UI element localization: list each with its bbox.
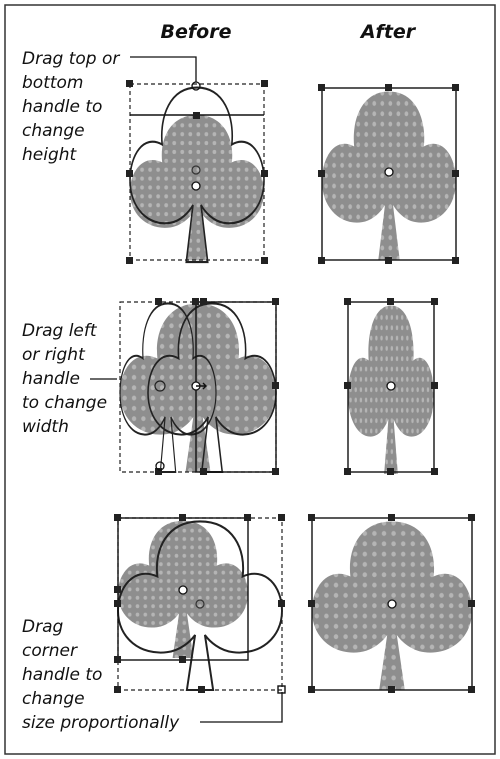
side-handle bbox=[388, 686, 395, 693]
corner-handle bbox=[261, 80, 268, 87]
ghost-center bbox=[195, 599, 205, 609]
corner-handle bbox=[308, 514, 315, 521]
corner-handle bbox=[431, 468, 438, 475]
row-corner: Drag corner handle to change size propor… bbox=[22, 514, 475, 733]
side-handle bbox=[468, 600, 475, 607]
caption-line: handle to bbox=[22, 97, 102, 117]
corner-handle bbox=[126, 257, 133, 264]
side-handle bbox=[179, 514, 186, 521]
caption-corner: Drag corner handle to change size propor… bbox=[22, 617, 180, 733]
side-handle bbox=[114, 600, 121, 607]
side-handle bbox=[308, 600, 315, 607]
figure-frame bbox=[4, 4, 496, 755]
side-handle bbox=[388, 514, 395, 521]
corner-handle bbox=[244, 514, 251, 521]
corner-handle bbox=[318, 84, 325, 91]
caption-height: Drag top or bottom handle to change heig… bbox=[22, 49, 120, 165]
before-height bbox=[126, 80, 268, 264]
side-handle bbox=[344, 382, 351, 389]
side-handle bbox=[278, 600, 285, 607]
handle bbox=[200, 468, 207, 475]
corner-handle bbox=[344, 468, 351, 475]
corner-handle bbox=[114, 686, 121, 693]
after-corner bbox=[308, 514, 475, 693]
caption-line: handle bbox=[22, 369, 80, 389]
corner-handle bbox=[468, 686, 475, 693]
caption-line: corner bbox=[22, 641, 78, 661]
center-point bbox=[387, 599, 397, 609]
side-handle bbox=[126, 170, 133, 177]
before-corner bbox=[114, 514, 286, 694]
side-handle bbox=[452, 170, 459, 177]
corner-handle bbox=[431, 298, 438, 305]
corner-handle bbox=[261, 257, 268, 264]
drag-cursor-icon bbox=[155, 461, 165, 471]
caption-line: change bbox=[22, 121, 85, 141]
ghost-center bbox=[191, 165, 201, 175]
caption-line: bottom bbox=[22, 73, 83, 93]
caption-line: or right bbox=[22, 345, 86, 365]
header-after: After bbox=[359, 21, 417, 43]
after-width bbox=[344, 298, 438, 475]
caption-line: height bbox=[22, 145, 78, 165]
side-handle bbox=[385, 257, 392, 264]
corner-handle bbox=[272, 298, 279, 305]
caption-line: Drag top or bbox=[22, 49, 120, 69]
center-point bbox=[384, 167, 394, 177]
side-handle bbox=[179, 656, 186, 663]
corner-handle bbox=[452, 257, 459, 264]
row-height: Drag top or bottom handle to change heig… bbox=[22, 49, 459, 264]
corner-handle bbox=[468, 514, 475, 521]
corner-handle bbox=[344, 298, 351, 305]
handle bbox=[192, 298, 199, 305]
side-handle bbox=[385, 84, 392, 91]
corner-handle bbox=[272, 468, 279, 475]
caption-line: Drag bbox=[22, 617, 63, 637]
ghost-center bbox=[154, 380, 166, 392]
caption-line: size proportionally bbox=[22, 713, 180, 733]
drag-corner-cursor-icon bbox=[277, 685, 286, 694]
corner-handle bbox=[452, 84, 459, 91]
corner-handle bbox=[114, 514, 121, 521]
corner-handle bbox=[126, 80, 133, 87]
after-height bbox=[318, 84, 459, 264]
side-handle bbox=[261, 170, 268, 177]
side-handle bbox=[114, 586, 121, 593]
caption-width: Drag left or right handle to change widt… bbox=[22, 321, 107, 437]
top-handle bbox=[193, 112, 200, 119]
side-handle bbox=[198, 686, 205, 693]
corner-handle bbox=[114, 656, 121, 663]
caption-line: handle to bbox=[22, 665, 102, 685]
side-handle bbox=[387, 298, 394, 305]
corner-handle bbox=[318, 257, 325, 264]
leader-line bbox=[200, 692, 283, 723]
caption-line: Drag left bbox=[22, 321, 98, 341]
side-handle bbox=[431, 382, 438, 389]
handle bbox=[155, 298, 162, 305]
row-width: Drag left or right handle to change widt… bbox=[22, 298, 438, 475]
drag-arrow-icon bbox=[196, 382, 207, 390]
side-handle bbox=[272, 382, 279, 389]
center-point bbox=[191, 181, 201, 191]
side-handle bbox=[387, 468, 394, 475]
header-before: Before bbox=[161, 21, 232, 43]
center-point bbox=[386, 381, 396, 391]
caption-line: change bbox=[22, 689, 85, 709]
side-handle bbox=[318, 170, 325, 177]
leader-line bbox=[130, 56, 197, 82]
caption-line: to change bbox=[22, 393, 107, 413]
corner-handle bbox=[308, 686, 315, 693]
drag-cursor-icon bbox=[191, 81, 201, 91]
handle bbox=[278, 514, 285, 521]
handle bbox=[155, 468, 162, 475]
handle bbox=[200, 298, 207, 305]
center-point bbox=[178, 585, 188, 595]
before-width bbox=[118, 298, 279, 475]
caption-line: width bbox=[22, 417, 69, 437]
